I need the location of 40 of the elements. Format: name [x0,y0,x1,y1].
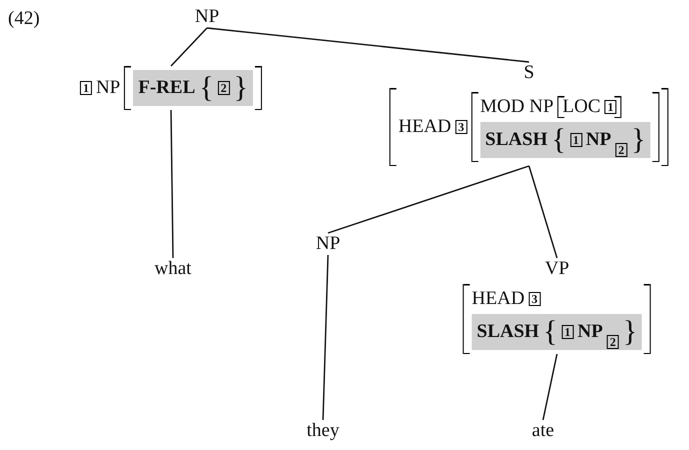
feature-label: SLASH [485,129,548,151]
word-label: they [306,420,340,442]
index-tag: 1 [570,133,582,147]
branch-line [328,165,530,234]
index-tag: 3 [455,120,468,134]
feature-label: MOD NP [480,96,554,118]
index-tag: 3 [528,292,541,306]
branch-line [528,166,558,258]
set-brace: { [543,317,558,347]
example-number: (42) [8,8,40,30]
index-tag: 2 [218,81,230,95]
feature-label: NP [578,321,603,343]
index-tag: 1 [80,81,92,95]
branch-line [542,354,558,420]
feature-label: SLASH [476,321,540,343]
feature-label: LOC [562,96,601,118]
index-tag: 1 [604,100,617,114]
branch-line [322,254,329,420]
set-brace: } [631,125,646,155]
category-label: VP [544,258,570,280]
set-brace: } [234,73,248,103]
category-label: S [524,62,534,84]
set-brace: { [551,125,566,155]
index-tag: 1 [562,325,574,339]
branch-line [170,28,208,66]
set-brace: } [622,317,638,347]
feature-label: HEAD [398,116,452,138]
word-label: what [154,258,192,280]
feature-label: NP [586,129,612,151]
index-tag: 2 [615,143,628,157]
index-tag: 2 [606,335,619,349]
set-brace: { [199,73,214,103]
branch-line [206,27,530,63]
word-label: ate [532,420,554,442]
category-label: NP [96,77,120,99]
category-label: NP [316,233,340,255]
feature-label: HEAD [472,288,525,310]
category-label: NP [194,6,220,28]
feature-label: F-REL [138,77,196,99]
branch-line [170,110,174,258]
